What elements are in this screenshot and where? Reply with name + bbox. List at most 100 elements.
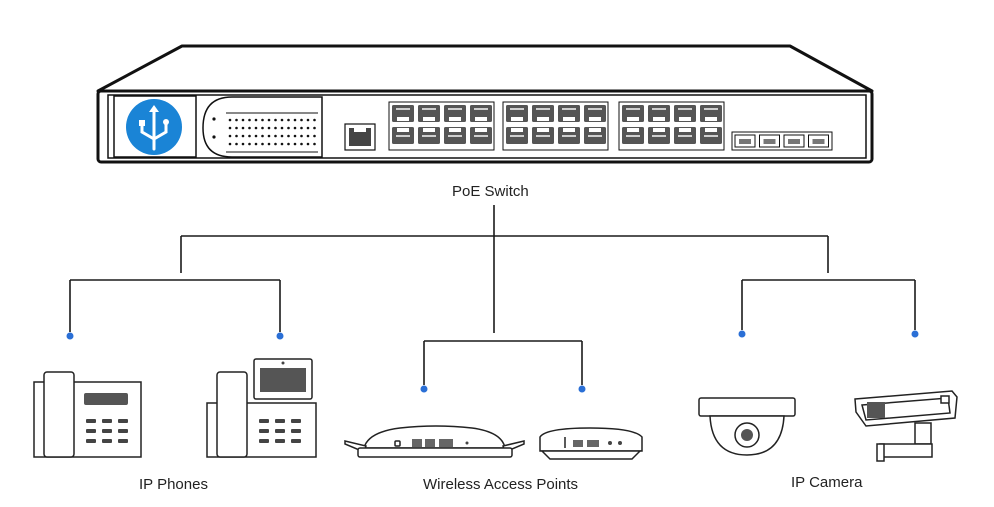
keypad-key <box>118 419 128 423</box>
status-led <box>248 126 251 130</box>
port-pins <box>396 135 410 137</box>
port-pins <box>536 108 550 110</box>
endpoint-dot <box>911 330 919 338</box>
status-led <box>235 134 238 138</box>
status-led <box>306 142 310 146</box>
endpoint-dot <box>738 330 746 338</box>
status-led <box>274 118 277 122</box>
dome-camera-icon <box>698 397 796 456</box>
status-led <box>248 134 251 138</box>
status-led <box>306 134 310 138</box>
status-led <box>293 126 297 130</box>
connection-lines <box>69 205 916 385</box>
status-led <box>228 142 232 146</box>
port-latch <box>475 128 487 132</box>
switch-logo-icon <box>113 95 197 158</box>
status-led <box>300 118 303 122</box>
keypad-key <box>291 429 301 433</box>
bullet-camera-icon <box>854 390 958 462</box>
status-led <box>261 118 264 122</box>
status-led <box>293 134 297 138</box>
status-led <box>267 118 271 122</box>
poe-switch-label: PoE Switch <box>452 183 529 200</box>
keypad-key <box>102 429 112 433</box>
port-latch <box>627 128 639 132</box>
port-pins <box>536 135 550 137</box>
port-latch <box>679 117 691 121</box>
status-led <box>287 142 290 146</box>
status-led <box>306 118 310 122</box>
port-pins <box>652 108 666 110</box>
status-led <box>248 118 251 122</box>
status-led <box>267 126 271 130</box>
status-led-grid <box>228 118 316 146</box>
status-led <box>274 134 277 138</box>
status-led <box>306 126 310 130</box>
port-latch <box>705 117 717 121</box>
port-pins <box>448 108 462 110</box>
keypad-key <box>291 439 301 443</box>
port-pins <box>588 108 602 110</box>
console-port-icon <box>344 123 376 151</box>
port-pins <box>448 135 462 137</box>
port-latch <box>537 128 549 132</box>
status-led <box>241 134 245 138</box>
keypad-key <box>275 439 285 443</box>
port-pins <box>474 108 488 110</box>
status-led <box>280 118 284 122</box>
status-led <box>254 118 258 122</box>
status-led <box>293 142 297 146</box>
port-latch <box>537 117 549 121</box>
status-led <box>241 142 245 146</box>
desk-phone-icon <box>33 371 142 458</box>
status-led <box>261 126 264 130</box>
port-pins <box>704 108 718 110</box>
keypad-key <box>102 439 112 443</box>
port-latch <box>589 117 601 121</box>
status-led <box>241 126 245 130</box>
small-access-point-icon <box>539 427 643 460</box>
keypad-key <box>86 439 96 443</box>
port-latch <box>511 117 523 121</box>
port-pins <box>652 135 666 137</box>
endpoint-dot <box>420 385 428 393</box>
port-latch <box>653 128 665 132</box>
status-led <box>267 142 271 146</box>
port-latch <box>653 117 665 121</box>
video-phone-icon <box>206 358 317 458</box>
status-led <box>228 126 232 130</box>
port-pins <box>562 108 576 110</box>
sfp-ports <box>731 131 833 151</box>
endpoint-dot <box>276 332 284 340</box>
status-led <box>293 118 297 122</box>
port-latch <box>705 128 717 132</box>
rj45-port-banks <box>388 101 725 151</box>
wireless-access-points-label: Wireless Access Points <box>423 476 579 493</box>
port-pins <box>626 135 640 137</box>
keypad-key <box>102 419 112 423</box>
status-led <box>280 142 284 146</box>
keypad-key <box>259 419 269 423</box>
port-pins <box>678 108 692 110</box>
port-pins <box>422 135 436 137</box>
sfp-slot <box>739 139 751 144</box>
ip-phones-label: IP Phones <box>139 476 208 493</box>
sfp-slot <box>763 139 776 144</box>
port-latch <box>627 117 639 121</box>
port-pins <box>396 108 410 110</box>
ip-camera-label: IP Camera <box>791 474 863 491</box>
status-led <box>313 134 316 138</box>
status-led <box>280 126 284 130</box>
keypad-key <box>259 439 269 443</box>
status-led <box>235 118 238 122</box>
keypad-key <box>86 419 96 423</box>
status-led <box>248 142 251 146</box>
sfp-slot <box>812 139 825 144</box>
port-latch <box>397 117 409 121</box>
status-led <box>300 126 303 130</box>
port-latch <box>511 128 523 132</box>
sfp-slot <box>788 139 800 144</box>
status-led <box>254 142 258 146</box>
status-led <box>267 134 271 138</box>
